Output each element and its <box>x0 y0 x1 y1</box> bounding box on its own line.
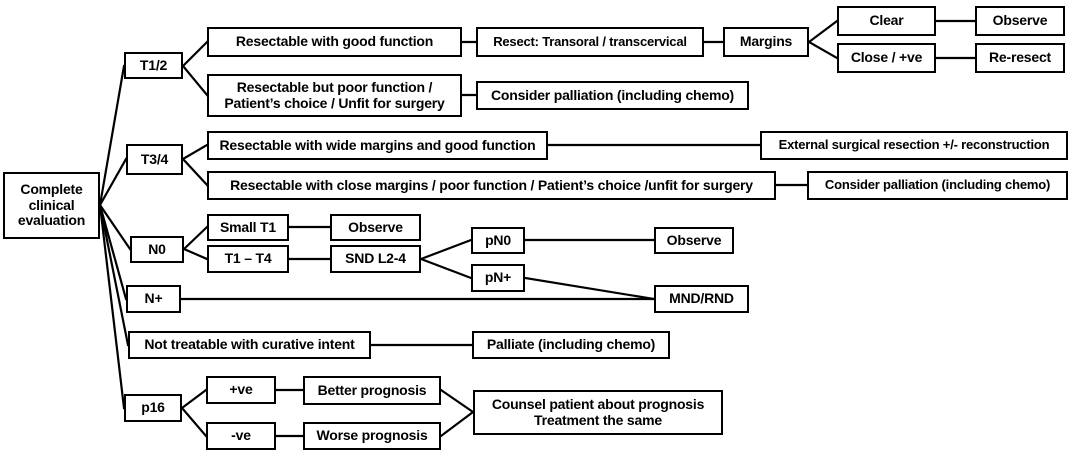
node-pn0[interactable]: pN0 <box>471 227 525 254</box>
node-t34_close[interactable]: Resectable with close margins / poor fun… <box>207 171 776 200</box>
node-label-reresect: Re-resect <box>988 49 1051 66</box>
node-t34_wide[interactable]: Resectable with wide margins and good fu… <box>207 131 548 160</box>
node-label-t34_close: Resectable with close margins / poor fun… <box>230 176 753 193</box>
node-better_prognosis[interactable]: Better prognosis <box>303 376 441 405</box>
node-label-external_resect: External surgical resection +/- reconstr… <box>778 137 1050 153</box>
node-nplus[interactable]: N+ <box>126 285 181 313</box>
node-label-root: Complete clinical evaluation <box>17 180 86 229</box>
node-p16[interactable]: p16 <box>124 394 182 422</box>
node-t12[interactable]: T1/2 <box>124 52 183 79</box>
connector-margins-to-close_pos <box>807 40 839 60</box>
node-label-t12: T1/2 <box>139 56 168 73</box>
connector-root-to-t34 <box>98 157 128 207</box>
node-label-snd: SND L2-4 <box>345 250 406 267</box>
node-not_treatable[interactable]: Not treatable with curative intent <box>128 331 371 359</box>
node-t12_good[interactable]: Resectable with good function <box>207 27 462 57</box>
node-label-counsel: Counsel patient about prognosis Treatmen… <box>491 395 705 428</box>
connector-p16-to-p16_neg <box>180 406 208 438</box>
node-counsel[interactable]: Counsel patient about prognosis Treatmen… <box>473 390 723 435</box>
node-label-close_pos: Close / +ve <box>850 49 923 66</box>
node-label-p16: p16 <box>141 399 165 416</box>
node-external_resect[interactable]: External surgical resection +/- reconstr… <box>760 131 1068 160</box>
node-label-pn0: pN0 <box>485 231 511 248</box>
node-snd[interactable]: SND L2-4 <box>330 245 421 273</box>
node-label-palliation_t34: Consider palliation (including chemo) <box>824 177 1051 193</box>
node-label-t34: T3/4 <box>140 150 169 167</box>
node-n0[interactable]: N0 <box>130 236 184 263</box>
node-palliation_t12[interactable]: Consider palliation (including chemo) <box>476 81 749 110</box>
connector-t34-to-t34_wide <box>181 143 209 161</box>
node-clear[interactable]: Clear <box>837 6 936 36</box>
node-label-p16_pos: +ve <box>229 381 253 398</box>
node-small_t1[interactable]: Small T1 <box>207 214 289 241</box>
connector-root-to-not_treatable <box>98 203 130 347</box>
connector-n0-to-small_t1 <box>182 225 209 251</box>
node-label-observe_clear: Observe <box>992 12 1048 29</box>
connector-snd-to-pnplus <box>419 257 473 280</box>
node-label-nplus: N+ <box>144 290 163 307</box>
node-label-t12_good: Resectable with good function <box>235 33 434 50</box>
connector-t12-to-t12_good <box>181 40 209 68</box>
node-label-n0: N0 <box>148 240 166 257</box>
connector-better_prognosis-to-counsel <box>439 388 475 414</box>
node-label-palliate: Palliate (including chemo) <box>486 336 656 353</box>
connector-worse_prognosis-to-counsel <box>439 410 475 438</box>
connector-snd-to-pn0 <box>419 238 473 261</box>
node-observe_pn0[interactable]: Observe <box>654 227 734 254</box>
connector-p16-to-p16_pos <box>180 388 208 410</box>
node-pnplus[interactable]: pN+ <box>471 264 525 292</box>
node-label-observe_pn0: Observe <box>666 231 722 248</box>
connector-pnplus-to-mnd_rnd <box>523 276 656 301</box>
connector-t12-to-t12_poor <box>181 64 209 97</box>
node-worse_prognosis[interactable]: Worse prognosis <box>303 422 441 450</box>
connector-root-to-n0 <box>98 203 132 251</box>
connector-root-to-p16 <box>98 203 126 410</box>
connector-margins-to-clear <box>807 19 839 44</box>
node-label-mnd_rnd: MND/RND <box>669 290 734 307</box>
node-p16_neg[interactable]: -ve <box>206 422 276 450</box>
node-label-small_t1: Small T1 <box>220 218 276 235</box>
node-label-pnplus: pN+ <box>484 269 512 286</box>
node-resect[interactable]: Resect: Transoral / transcervical <box>476 27 704 57</box>
node-close_pos[interactable]: Close / +ve <box>837 43 936 73</box>
node-t34[interactable]: T3/4 <box>126 144 183 175</box>
node-label-resect: Resect: Transoral / transcervical <box>493 33 687 49</box>
node-reresect[interactable]: Re-resect <box>975 43 1065 73</box>
node-label-not_treatable: Not treatable with curative intent <box>144 336 355 353</box>
node-label-margins: Margins <box>739 33 793 50</box>
node-label-t1_t4: T1 – T4 <box>224 250 272 267</box>
node-palliation_t34[interactable]: Consider palliation (including chemo) <box>807 171 1068 200</box>
node-label-t12_poor: Resectable but poor function / Patient’s… <box>224 78 445 111</box>
connector-n0-to-t1_t4 <box>182 247 209 261</box>
node-label-clear: Clear <box>869 12 904 29</box>
node-label-t34_wide: Resectable with wide margins and good fu… <box>219 136 536 153</box>
node-label-better_prognosis: Better prognosis <box>317 381 427 398</box>
node-label-worse_prognosis: Worse prognosis <box>316 427 428 444</box>
node-label-observe_smallt1: Observe <box>348 218 403 235</box>
node-t1_t4[interactable]: T1 – T4 <box>207 245 289 273</box>
node-palliate[interactable]: Palliate (including chemo) <box>472 331 670 359</box>
connector-root-to-t12 <box>98 64 126 207</box>
node-margins[interactable]: Margins <box>723 27 809 57</box>
connector-t34-to-t34_close <box>181 157 209 187</box>
node-observe_smallt1[interactable]: Observe <box>330 214 421 241</box>
node-label-palliation_t12: Consider palliation (including chemo) <box>490 86 735 103</box>
node-p16_pos[interactable]: +ve <box>206 376 276 404</box>
node-root[interactable]: Complete clinical evaluation <box>3 172 100 239</box>
connector-root-to-nplus <box>98 203 128 301</box>
node-t12_poor[interactable]: Resectable but poor function / Patient’s… <box>207 74 462 117</box>
node-observe_clear[interactable]: Observe <box>975 6 1065 36</box>
node-mnd_rnd[interactable]: MND/RND <box>654 285 749 313</box>
node-label-p16_neg: -ve <box>231 427 251 444</box>
